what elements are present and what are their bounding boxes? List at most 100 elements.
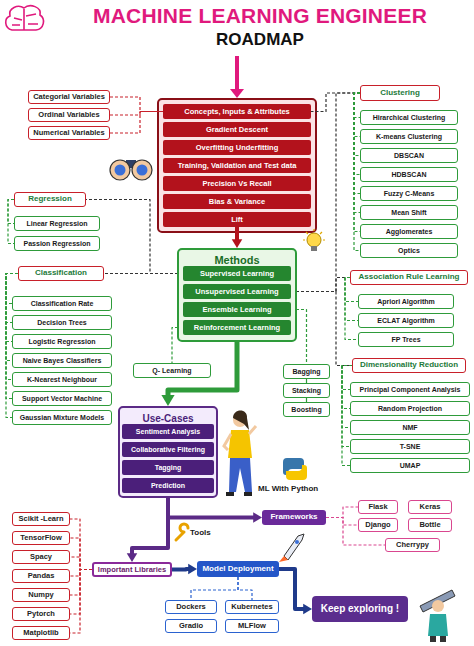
- brain-outline: [6, 6, 44, 30]
- rocket-window: [295, 540, 299, 544]
- box-text: K-Nearest Neighbour: [27, 376, 97, 383]
- explorer-coat: [428, 614, 448, 636]
- library-box: Numpy: [12, 588, 70, 602]
- use-case-box: Sentiment Analysis: [122, 424, 214, 439]
- connector: [70, 570, 92, 615]
- box-text: Stacking: [292, 387, 321, 394]
- connector-line: [104, 273, 183, 274]
- algorithm-box: NMF: [350, 420, 470, 435]
- frameworks-box: Frameworks: [262, 510, 326, 525]
- library-box: Matplotlib: [12, 626, 70, 640]
- connector-line: [354, 93, 360, 156]
- girl-hair: [233, 411, 249, 431]
- use-case-box: Prediction: [122, 478, 214, 493]
- algorithm-box: Bagging: [283, 364, 330, 379]
- box-text: Methods: [214, 255, 259, 267]
- variable-box: Categorial Variables: [28, 90, 110, 104]
- box-text: Sentiment Analysis: [136, 428, 200, 435]
- box-text: Apriori Algorithm: [377, 298, 435, 305]
- python-logo: [283, 458, 307, 480]
- subtitle: ROADMAP: [160, 30, 360, 50]
- box-text: Reinforcement Learning: [194, 324, 280, 332]
- python-yellow: [286, 465, 307, 480]
- variable-box: Numerical Variables: [28, 126, 110, 140]
- framework-box: Bottle: [408, 518, 452, 532]
- concept-box: Gradient Descent: [163, 122, 311, 137]
- box-text: Dimensionality Reduction: [360, 361, 458, 369]
- algorithm-box: Stacking: [283, 383, 330, 398]
- box-text: Precision Vs Recall: [202, 180, 271, 188]
- connector-line: [70, 570, 92, 634]
- connector: [279, 569, 312, 614]
- box-text: Association Rule Learning: [359, 273, 460, 281]
- concept-box: Precision Vs Recall: [163, 176, 311, 191]
- girl-shoe: [244, 492, 252, 496]
- box-text: Mean Shift: [391, 209, 426, 216]
- algorithm-box: Linear Regression: [14, 216, 100, 231]
- box-text: Linear Regression: [26, 220, 87, 227]
- connector-line: [291, 292, 352, 366]
- concept-panel: [158, 99, 316, 232]
- bulb-rays: [303, 229, 325, 240]
- box-text: Overfitting Underfitting: [196, 144, 279, 152]
- use-case-box: Collaborative Filtering: [122, 442, 214, 457]
- deployment-tool-box: Gradio: [165, 619, 217, 633]
- algorithm-box: Principal Component Analysis: [350, 382, 470, 397]
- deployment-tool-box: Kubernetes: [225, 600, 279, 614]
- box-text: Spacy: [30, 553, 52, 561]
- box-text: Regression: [28, 195, 72, 203]
- rocket-flame: [279, 556, 288, 562]
- algorithm-box: Hirarchical Clustering: [360, 110, 458, 125]
- girl-top: [228, 430, 252, 458]
- algorithm-box: Decision Trees: [12, 315, 112, 330]
- box-text: Logistic Regression: [29, 338, 96, 345]
- connector-line: [132, 498, 168, 555]
- category-heading: Clustering: [360, 85, 440, 101]
- connector-line: [172, 567, 190, 572]
- connector-line: [70, 538, 92, 570]
- explorer-head: [432, 600, 444, 612]
- connector-line: [110, 97, 163, 112]
- binocular-barrel: [110, 160, 130, 180]
- bulb-glass: [307, 233, 321, 247]
- framework-box: Cherrypy: [385, 538, 440, 552]
- method-box: Ensemble Learning: [183, 302, 291, 317]
- box-text: NMF: [402, 424, 417, 431]
- connector-line: [235, 227, 239, 241]
- connector: [345, 278, 358, 340]
- concept-box: Bias & Variance: [163, 194, 311, 209]
- framework-box: Keras: [408, 500, 452, 514]
- box-text: Q- Learning: [152, 367, 191, 374]
- connector-line: [110, 112, 163, 134]
- brain-folds: [12, 9, 38, 30]
- method-box: Supervised Learning: [183, 266, 291, 281]
- algorithm-box: Boosting: [283, 402, 330, 417]
- title: MACHINE LEARNING ENGINEER: [50, 4, 470, 28]
- deployment-tool-box: MLFlow: [225, 619, 279, 633]
- algorithm-box: Fuzzy C-Means: [360, 186, 458, 201]
- connector: [70, 538, 92, 570]
- algorithm-box: Classification Rate: [12, 296, 112, 311]
- libraries-box: Important Libraries: [92, 562, 172, 577]
- box-text: Numerical Variables: [33, 129, 104, 137]
- box-text: K-means Clustering: [376, 133, 442, 140]
- connector: [70, 570, 92, 596]
- framework-box: Django: [358, 518, 398, 532]
- box-text: Supervised Learning: [200, 270, 274, 278]
- girl-trousers: [229, 458, 252, 492]
- connector-line: [86, 200, 183, 274]
- binoculars-icon: [110, 160, 152, 180]
- box-text: Gradio: [179, 622, 203, 630]
- connector: [191, 577, 238, 600]
- box-text: Important Libraries: [98, 566, 166, 574]
- connector: [168, 498, 262, 523]
- girl-shoe: [226, 492, 234, 496]
- method-box: Unsupervised Learning: [183, 284, 291, 299]
- wrench-icon: [176, 524, 188, 540]
- connector-line: [345, 278, 358, 340]
- category-heading: Classification: [18, 266, 104, 281]
- box-text: HDBSCAN: [392, 171, 427, 178]
- tools-note: Tools: [190, 528, 230, 537]
